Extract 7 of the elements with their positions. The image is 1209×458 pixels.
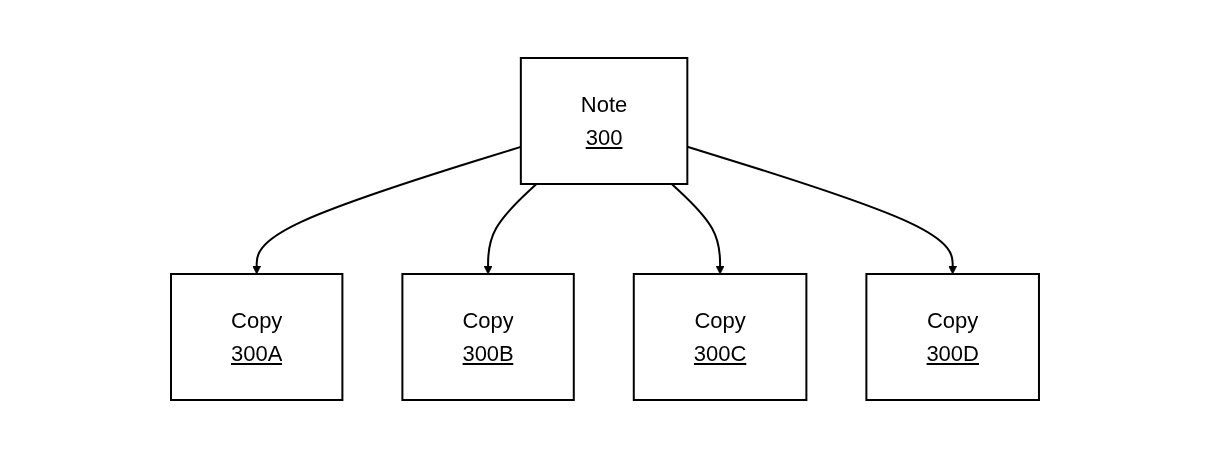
node-box: Copy 300D <box>864 273 1040 401</box>
node-box: Copy 300B <box>400 273 575 401</box>
node-box: Copy 300C <box>632 273 807 401</box>
node-box: Copy 300A <box>169 273 343 401</box>
arrow <box>483 183 537 275</box>
node-box: Note 300 <box>519 57 688 185</box>
arrow <box>670 183 724 275</box>
